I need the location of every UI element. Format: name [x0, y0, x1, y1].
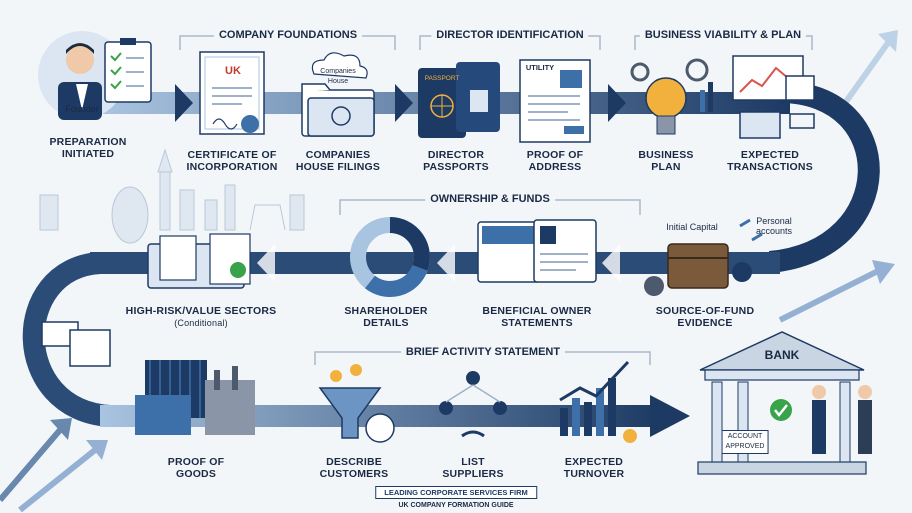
high-risk-folder-icon [147, 233, 251, 289]
utility-bill-icon [519, 59, 591, 143]
step-business-plan: BUSINESS PLAN [638, 149, 694, 173]
step-expected-transactions: EXPECTED TRANSACTIONS [727, 149, 813, 173]
section-title-ownership-funds: OWNERSHIP & FUNDS [425, 193, 555, 205]
step-preparation-initiated: PREPARATION INITIATED [49, 136, 127, 160]
shareholder-donut-chart [350, 217, 430, 297]
companies-house-folder-icon [301, 52, 375, 137]
step-beneficial-owner-statements: BENEFICIAL OWNER STATEMENTS [482, 305, 592, 329]
passport-icon [418, 62, 500, 138]
uk-logo-text: UK [225, 65, 241, 77]
section-title-director-identification: DIRECTOR IDENTIFICATION [431, 29, 589, 41]
step-high-risk-sectors: HIGH-RISK/VALUE SECTORS (Conditional) [126, 305, 277, 329]
step-expected-turnover: EXPECTED TURNOVER [563, 456, 625, 480]
treasure-chest-icon [644, 218, 763, 296]
beneficial-owner-cards-icon [477, 219, 597, 283]
founder-label: Founder [65, 104, 99, 114]
companies-house-logo-text: Companies House [320, 68, 356, 85]
initial-capital-label: Initial Capital [666, 222, 718, 232]
bank-illustration [697, 331, 872, 475]
passport-text: PASSPORT [424, 75, 460, 82]
row2-flow-band [22, 244, 780, 427]
step-certificate-of-incorporation: CERTIFICATE OF INCORPORATION [186, 149, 278, 173]
step-shareholder-details: SHAREHOLDER DETAILS [344, 305, 428, 329]
funnel-icon [318, 364, 395, 443]
step-describe-customers: DESCRIBE CUSTOMERS [319, 456, 389, 480]
founder-illustration [38, 31, 152, 120]
section-title-brief-activity: BRIEF ACTIVITY STATEMENT [400, 346, 566, 358]
high-risk-title: HIGH-RISK/VALUE SECTORS [125, 305, 277, 317]
certificate-icon [199, 51, 265, 135]
account-approved-badge: ACCOUNT APPROVED [721, 430, 769, 454]
banner-line1: LEADING CORPORATE SERVICES FIRM [375, 486, 537, 499]
step-director-passports: DIRECTOR PASSPORTS [423, 149, 489, 173]
high-risk-conditional-note: (Conditional) [174, 318, 228, 328]
turnover-chart-icon [559, 360, 637, 443]
suppliers-network-icon [439, 371, 507, 438]
bank-sign: BANK [764, 348, 800, 362]
step-companies-house-filings: COMPANIES HOUSE FILINGS [295, 149, 381, 173]
personal-accounts-label: Personal accounts [755, 216, 793, 236]
city-skyline-illustration [39, 148, 305, 244]
section-title-company-foundations: COMPANY FOUNDATIONS [213, 29, 363, 41]
utility-text: UTILITY [525, 63, 555, 72]
decorative-growth-arrows [0, 30, 898, 513]
section-title-business-viability: BUSINESS VIABILITY & PLAN [639, 29, 807, 41]
step-list-suppliers: LIST SUPPLIERS [442, 456, 504, 480]
step-proof-of-goods: PROOF OF GOODS [167, 456, 225, 480]
expected-transactions-icon [732, 55, 815, 139]
containers-factory-icon [41, 321, 255, 435]
lightbulb-icon [630, 58, 713, 135]
step-proof-of-address: PROOF OF ADDRESS [526, 149, 584, 173]
banner-line2: UK COMPANY FORMATION GUIDE [398, 502, 514, 509]
step-source-of-fund-evidence: SOURCE-OF-FUND EVIDENCE [655, 305, 755, 329]
